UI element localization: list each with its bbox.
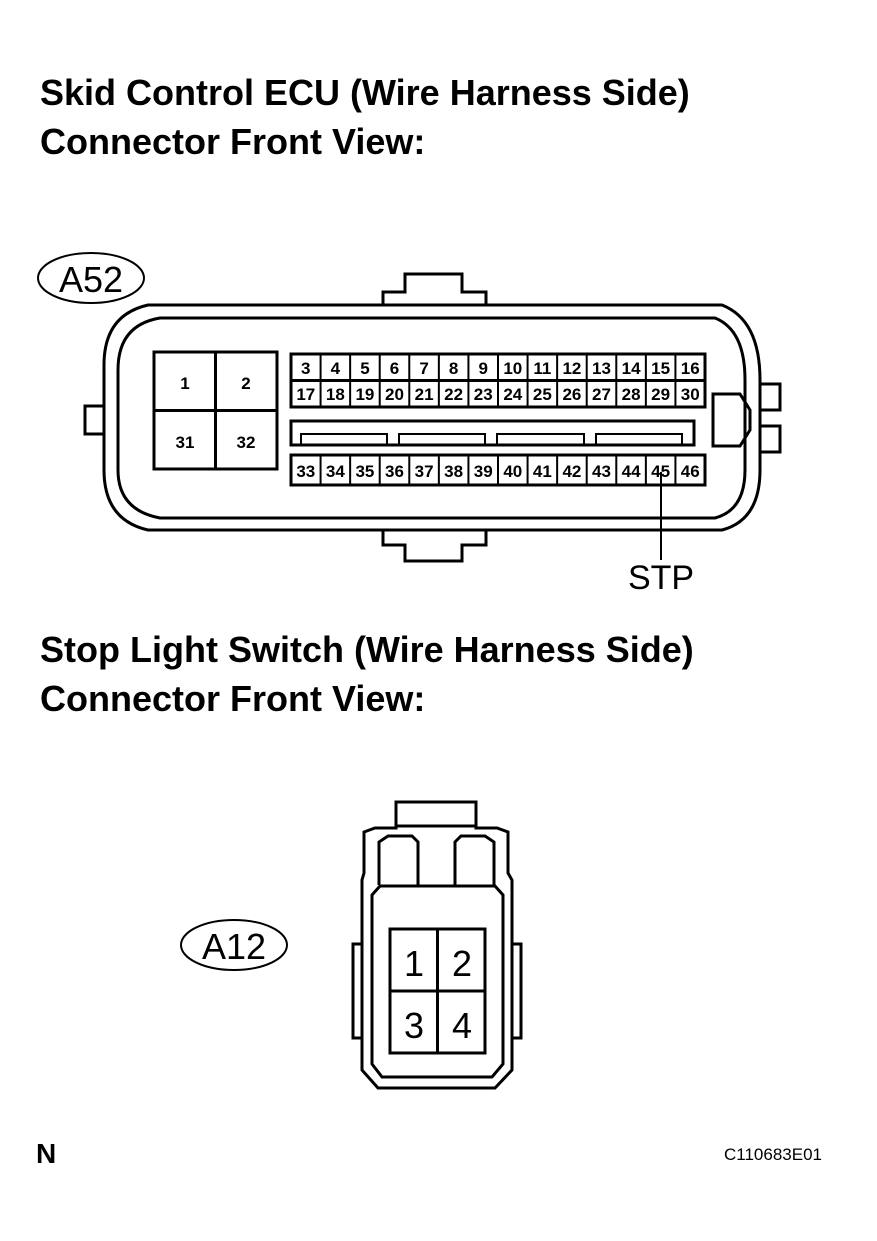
ecu-pin-44: 44 [622,462,641,481]
ecu-pin-41: 41 [533,462,552,481]
ecu-pin-9: 9 [478,359,487,378]
ecu-pin-20: 20 [385,385,404,404]
switch-pin-3: 3 [404,1005,424,1046]
ecu-pin-32: 32 [237,433,256,452]
ecu-pin-45: 45 [651,462,670,481]
ecu-pin-46: 46 [681,462,700,481]
ecu-pin-31: 31 [176,433,195,452]
ecu-pin-34: 34 [326,462,345,481]
stp-callout-label: STP [628,559,694,597]
figure-code: C110683E01 [724,1145,822,1164]
ecu-pin-5: 5 [360,359,369,378]
ecu-pin-39: 39 [474,462,493,481]
ecu-pin-33: 33 [296,462,315,481]
ecu-pin-12: 12 [562,359,581,378]
ecu-pin-25: 25 [533,385,552,404]
ecu-pin-30: 30 [681,385,700,404]
switch-heading-line1: Stop Light Switch (Wire Harness Side) [40,629,694,670]
ecu-pin-27: 27 [592,385,611,404]
switch-heading: Stop Light Switch (Wire Harness Side) Co… [40,625,694,723]
ecu-pin-15: 15 [651,359,670,378]
ecu-pin-11: 11 [533,359,551,378]
ecu-pin-3: 3 [301,359,310,378]
switch-pin-2: 2 [452,943,472,984]
ecu-pin-6: 6 [390,359,399,378]
ecu-pin-13: 13 [592,359,611,378]
ecu-pin-4: 4 [331,359,341,378]
ecu-pin-21: 21 [415,385,434,404]
ecu-heading: Skid Control ECU (Wire Harness Side) Con… [40,68,690,166]
switch-pin-1: 1 [404,943,424,984]
ecu-pin-42: 42 [562,462,581,481]
ecu-pin-16: 16 [681,359,700,378]
ecu-pin-29: 29 [651,385,670,404]
ecu-pin-23: 23 [474,385,493,404]
ecu-pin-38: 38 [444,462,463,481]
switch-pin-4: 4 [452,1005,472,1046]
switch-connector [180,800,523,1090]
ecu-pin-22: 22 [444,385,463,404]
ecu-pin-37: 37 [415,462,434,481]
ecu-pin-8: 8 [449,359,458,378]
ecu-pin-14: 14 [622,359,641,378]
ecu-pin-35: 35 [355,462,374,481]
ecu-pin-24: 24 [503,385,522,404]
ecu-connector-code: A52 [59,259,123,300]
ecu-pin-36: 36 [385,462,404,481]
ecu-heading-line1: Skid Control ECU (Wire Harness Side) [40,72,690,113]
ecu-pin-26: 26 [562,385,581,404]
switch-connector-code: A12 [202,926,266,967]
switch-heading-line2: Connector Front View: [40,678,426,719]
ecu-pin-10: 10 [503,359,522,378]
ecu-pin-17: 17 [296,385,315,404]
footer-mark: N [36,1138,57,1169]
ecu-pin-43: 43 [592,462,611,481]
ecu-pin-40: 40 [503,462,522,481]
ecu-pin-2: 2 [241,374,250,393]
ecu-heading-line2: Connector Front View: [40,121,426,162]
ecu-pin-1: 1 [180,374,189,393]
ecu-pin-18: 18 [326,385,345,404]
ecu-pin-19: 19 [355,385,374,404]
ecu-pin-7: 7 [419,359,428,378]
ecu-pin-28: 28 [622,385,641,404]
